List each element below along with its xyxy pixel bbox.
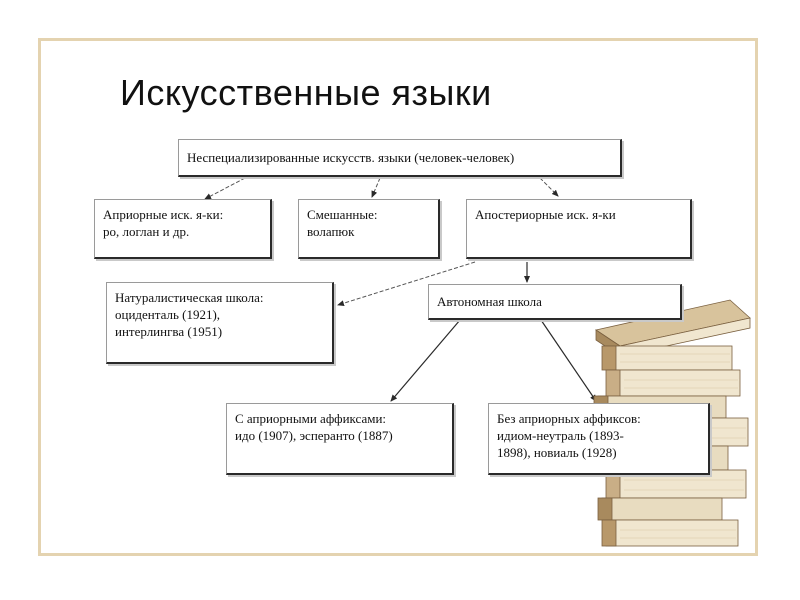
edge-root-mixed	[371, 177, 381, 198]
node-apriori-line-2: ро, логлан и др.	[103, 224, 190, 239]
node-with-affixes-line-2: идо (1907), эсперанто (1887)	[235, 428, 393, 443]
node-root-line-1: Неспециализированные искусств. языки (че…	[187, 150, 515, 165]
node-mixed: Смешанные: волапюк	[298, 199, 440, 259]
node-aposteriori: Апостериорные иск. я-ки	[466, 199, 692, 259]
node-with-affixes: С априорными аффиксами: идо (1907), эспе…	[226, 403, 454, 475]
node-autonomous-line-1: Автономная школа	[437, 294, 542, 309]
node-without-affixes-line-1: Без априорных аффиксов:	[497, 411, 641, 426]
node-naturalistic-line-3: интерлингва (1951)	[115, 324, 223, 339]
slide-title: Искусственные языки	[120, 72, 492, 113]
node-without-affixes-line-3: 1898), новиаль (1928)	[497, 445, 617, 460]
edge-autonomous-without-affixes	[540, 319, 597, 402]
node-root: Неспециализированные искусств. языки (че…	[178, 139, 622, 177]
node-naturalistic-line-2: оциденталь (1921),	[115, 307, 221, 322]
edge-root-apriori	[204, 177, 246, 200]
node-apriori: Априорные иск. я-ки: ро, логлан и др.	[94, 199, 272, 259]
node-autonomous: Автономная школа	[428, 284, 682, 320]
node-without-affixes: Без априорных аффиксов: идиом-неутраль (…	[488, 403, 710, 475]
node-mixed-line-2: волапюк	[307, 224, 355, 239]
edge-root-aposteriori	[539, 177, 559, 197]
node-aposteriori-line-1: Апостериорные иск. я-ки	[475, 207, 616, 222]
node-apriori-line-1: Априорные иск. я-ки:	[103, 207, 224, 222]
node-without-affixes-line-2: идиом-неутраль (1893-	[497, 428, 624, 443]
edge-autonomous-with-affixes	[390, 319, 461, 402]
node-naturalistic: Натуралистическая школа: оциденталь (192…	[106, 282, 334, 364]
node-with-affixes-line-1: С априорными аффиксами:	[235, 411, 387, 426]
node-mixed-line-1: Смешанные:	[307, 207, 378, 222]
node-naturalistic-line-1: Натуралистическая школа:	[115, 290, 264, 305]
